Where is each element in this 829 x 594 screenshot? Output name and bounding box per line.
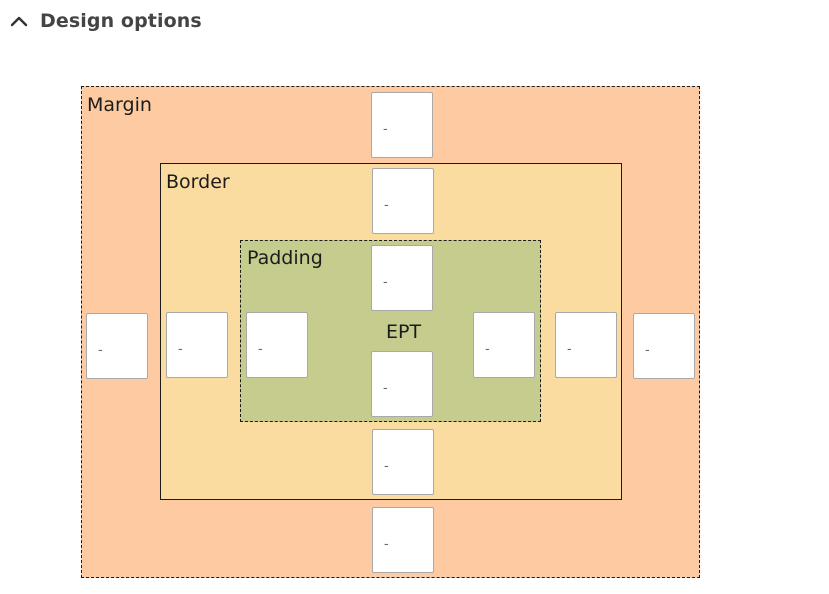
border-right-value: - xyxy=(567,341,572,357)
border-bottom-value: - xyxy=(384,458,389,474)
padding-right-value: - xyxy=(485,341,490,357)
padding-bottom-input[interactable]: - xyxy=(371,351,433,417)
border-left-input[interactable]: - xyxy=(166,312,228,378)
padding-left-value: - xyxy=(258,341,263,357)
margin-right-input[interactable]: - xyxy=(633,313,695,379)
border-left-value: - xyxy=(178,341,183,357)
section-title: Design options xyxy=(40,10,202,32)
padding-bottom-value: - xyxy=(383,380,388,396)
padding-top-value: - xyxy=(383,274,388,290)
margin-right-value: - xyxy=(645,342,650,358)
margin-left-input[interactable]: - xyxy=(86,313,148,379)
border-right-input[interactable]: - xyxy=(555,312,617,378)
margin-top-input[interactable]: - xyxy=(371,92,433,158)
margin-label: Margin xyxy=(87,94,152,116)
padding-label: Padding xyxy=(247,247,323,269)
margin-bottom-value: - xyxy=(384,536,389,552)
margin-bottom-input[interactable]: - xyxy=(372,507,434,573)
border-top-value: - xyxy=(384,197,389,213)
border-top-input[interactable]: - xyxy=(372,168,434,234)
padding-left-input[interactable]: - xyxy=(246,312,308,378)
margin-top-value: - xyxy=(383,121,388,137)
chevron-up-icon xyxy=(8,10,30,32)
border-label: Border xyxy=(166,171,230,193)
border-bottom-input[interactable]: - xyxy=(372,429,434,495)
padding-top-input[interactable]: - xyxy=(371,245,433,311)
element-label: EPT xyxy=(386,321,422,343)
margin-left-value: - xyxy=(98,342,103,358)
design-options-toggle[interactable]: Design options xyxy=(8,6,202,36)
padding-right-input[interactable]: - xyxy=(473,312,535,378)
